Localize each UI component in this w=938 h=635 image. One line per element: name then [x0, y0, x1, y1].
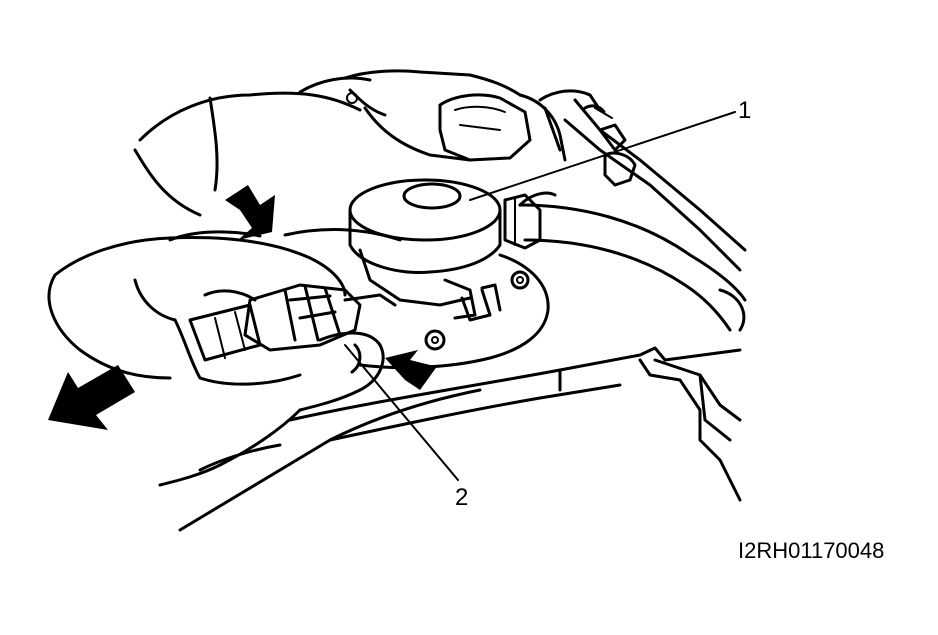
engine-background-lines — [133, 69, 747, 272]
body-panel-lines — [198, 346, 742, 502]
vacuum-hose — [503, 191, 747, 332]
callout-label-2: 2 — [455, 484, 468, 511]
hose-connector — [188, 283, 397, 362]
figure-code: I2RH01170048 — [738, 538, 884, 563]
callout-leaders — [344, 111, 736, 481]
leader-line-1 — [469, 111, 736, 201]
push-arrows — [225, 185, 438, 390]
push-arrow-icon — [385, 350, 438, 390]
callout-label-1: 1 — [738, 97, 751, 124]
push-arrow-icon — [225, 185, 275, 240]
pull-direction-arrow-icon — [48, 365, 135, 430]
leader-line-2 — [344, 344, 459, 481]
egr-valve — [283, 178, 550, 370]
